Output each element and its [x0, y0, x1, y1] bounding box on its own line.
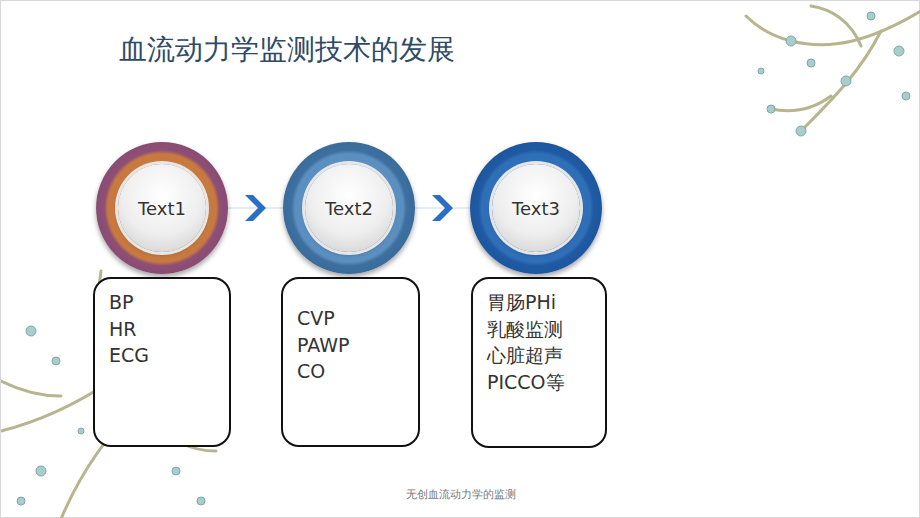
content-box: BP HR ECG	[93, 277, 231, 447]
box-text: BP HR ECG	[109, 289, 149, 369]
footer-caption: 无创血流动力学的监测	[1, 487, 920, 502]
box-text: 胃肠PHi 乳酸监测 心脏超声 PICCO等	[487, 289, 565, 395]
arrow-head	[432, 195, 453, 221]
stage-circle: Text2	[283, 142, 415, 274]
connector-line	[228, 208, 283, 209]
circle-label: Text3	[512, 198, 560, 219]
stage-circle: Text3	[470, 142, 602, 274]
circle-face: Text2	[305, 164, 393, 252]
stage-circle: Text1	[96, 142, 228, 274]
box-text: CVP PAWP CO	[297, 305, 349, 385]
connector-line	[415, 208, 470, 209]
circle-face: Text1	[118, 164, 206, 252]
slide-title: 血流动力学监测技术的发展	[119, 31, 455, 69]
circle-face: Text3	[492, 164, 580, 252]
circle-label: Text2	[325, 198, 373, 219]
chevron-connector	[228, 195, 283, 221]
circle-label: Text1	[138, 198, 186, 219]
arrow-head	[245, 195, 266, 221]
content-box: CVP PAWP CO	[281, 277, 420, 447]
content-box: 胃肠PHi 乳酸监测 心脏超声 PICCO等	[471, 277, 607, 448]
chevron-connector	[415, 195, 470, 221]
